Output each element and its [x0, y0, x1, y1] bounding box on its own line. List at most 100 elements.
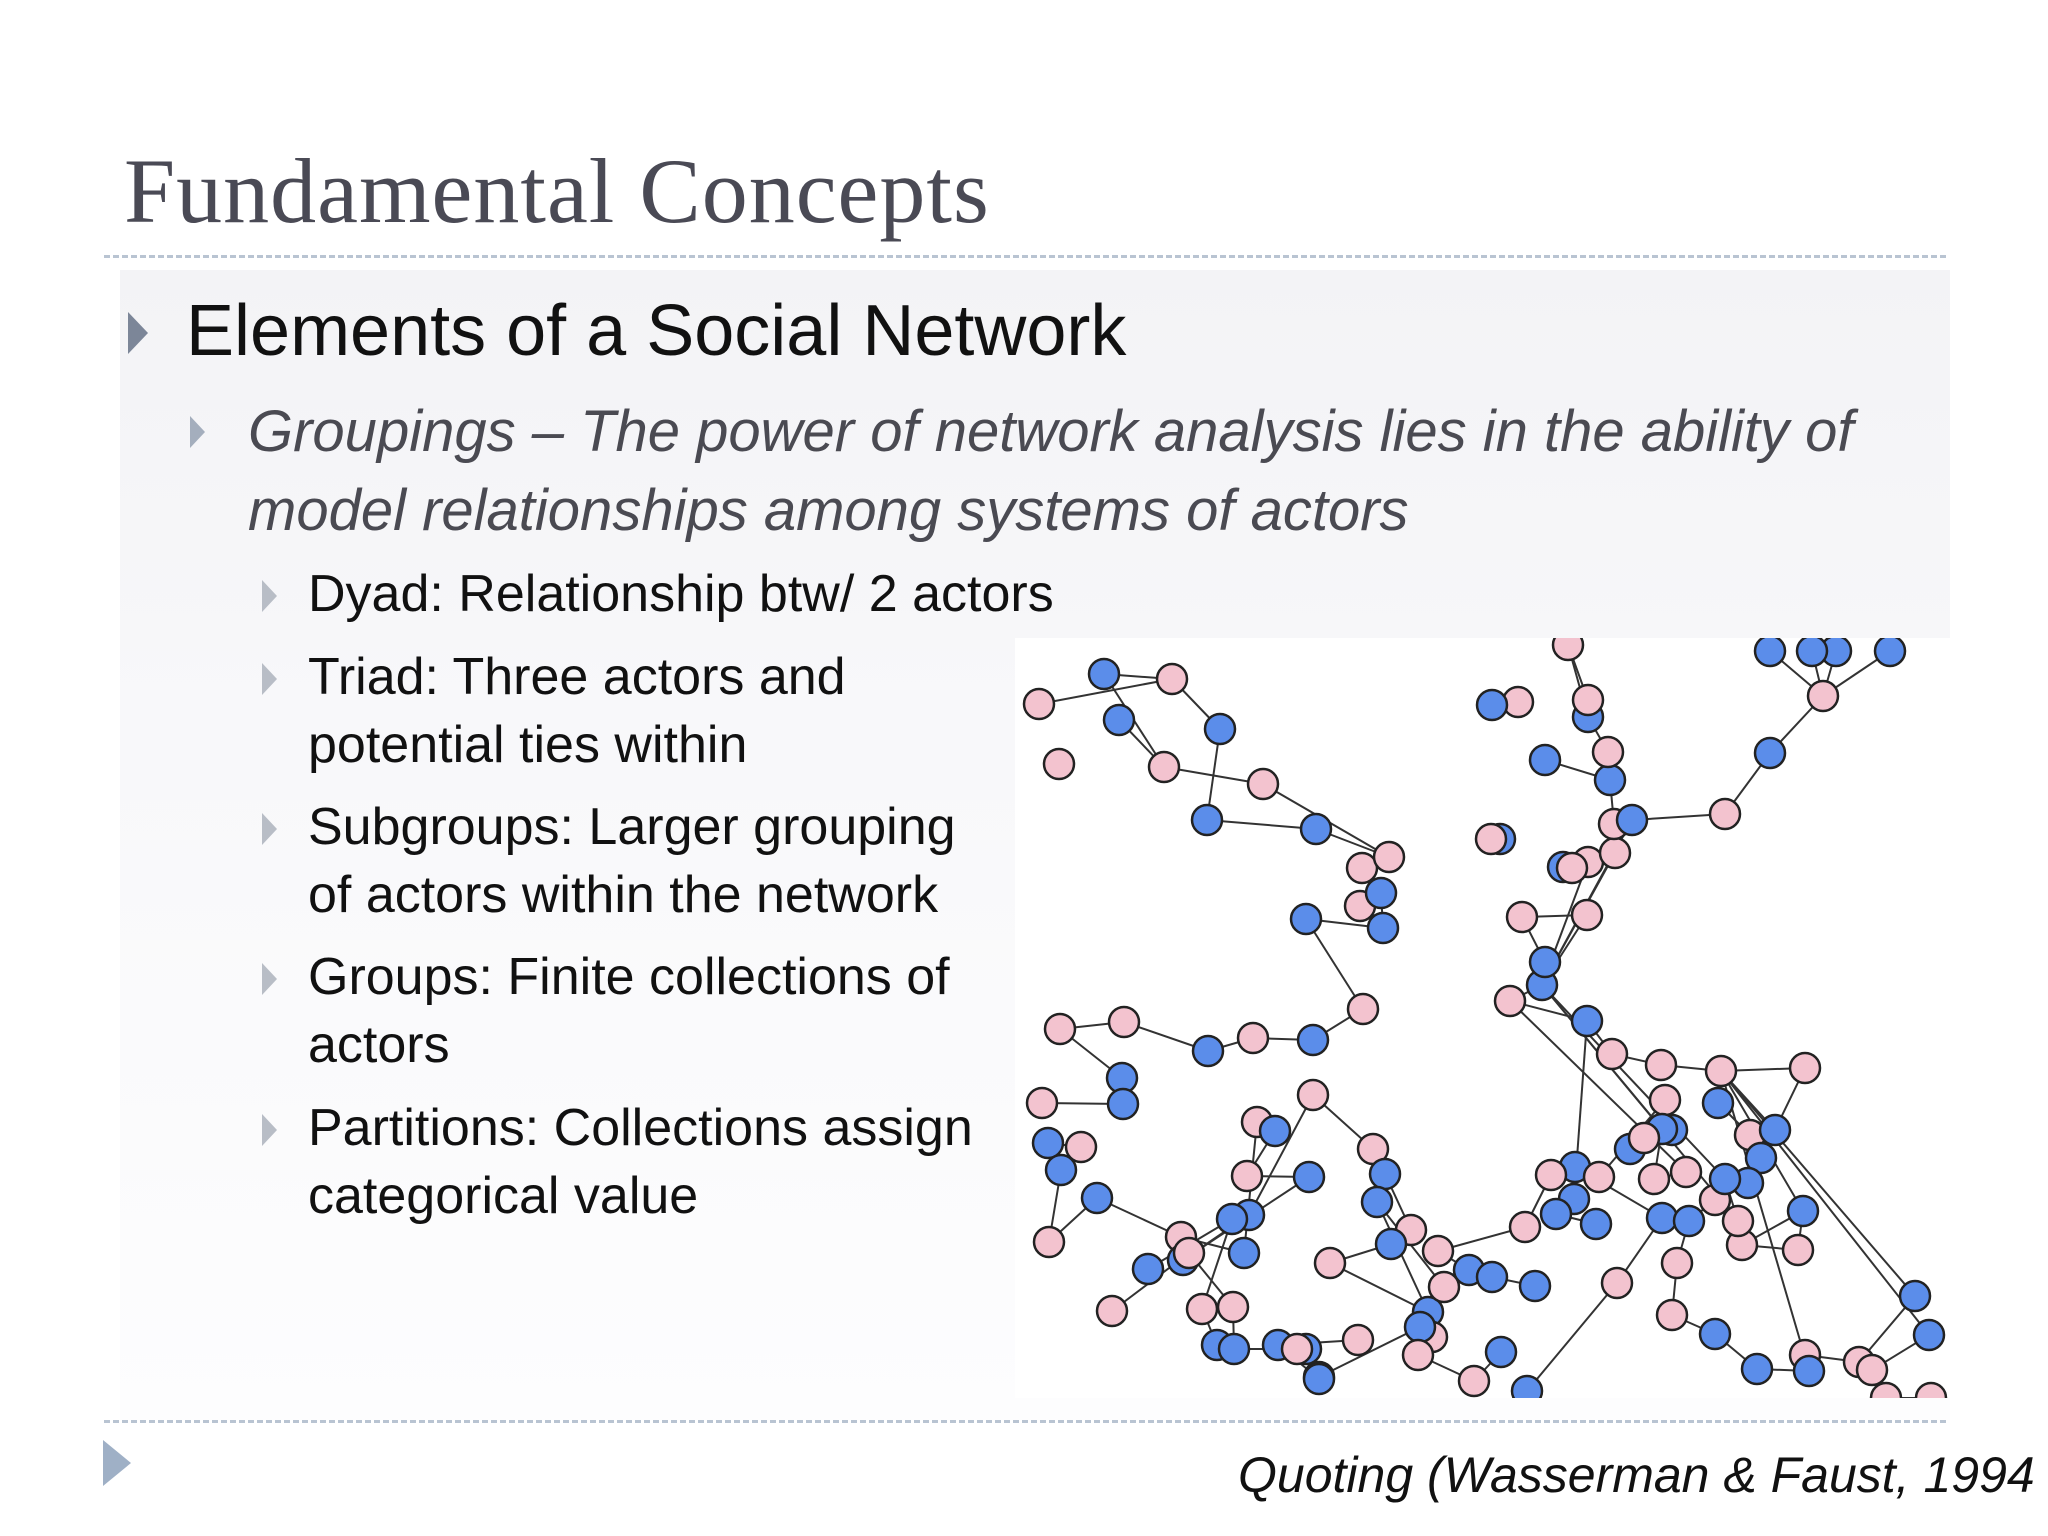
- network-node-pink: [1457, 1364, 1491, 1398]
- network-node-blue: [1296, 1023, 1330, 1057]
- network-node-blue: [1191, 1034, 1225, 1068]
- item-dyad: Dyad: Relationship btw/ 2 actors: [308, 565, 1054, 623]
- footer-arrow-icon: [103, 1440, 131, 1486]
- network-node-blue: [1403, 1310, 1437, 1344]
- network-node-pink: [1172, 1236, 1206, 1270]
- network-node-pink: [1571, 683, 1605, 717]
- item-subgroups-line1: Subgroups: Larger grouping: [308, 798, 956, 856]
- item-groups: Groups: Finite collections of actors: [300, 940, 1016, 1080]
- network-node-blue: [1374, 1227, 1408, 1261]
- bullet-arrow-icon: [262, 813, 277, 845]
- network-node-blue: [1593, 763, 1627, 797]
- network-node-blue: [1289, 902, 1323, 936]
- network-node-pink: [1147, 750, 1181, 784]
- network-node-blue: [1518, 1269, 1552, 1303]
- bullet-arrow-icon: [190, 416, 205, 448]
- network-node-blue: [1366, 911, 1400, 945]
- footer-divider: [104, 1420, 1946, 1423]
- network-node-pink: [1185, 1292, 1219, 1326]
- network-node-pink: [1296, 1078, 1330, 1112]
- network-edge: [1376, 1201, 1429, 1313]
- network-node-pink: [1555, 851, 1589, 885]
- network-node-pink: [1627, 1121, 1661, 1155]
- network-node-blue: [1475, 1260, 1509, 1294]
- network-node-blue: [1080, 1181, 1114, 1215]
- network-node-blue: [1215, 1202, 1249, 1236]
- item-triad-line2: potential ties within: [308, 716, 748, 774]
- network-node-pink: [1064, 1130, 1098, 1164]
- network-node-pink: [1721, 1204, 1755, 1238]
- network-node-blue: [1753, 736, 1787, 770]
- network-edge: [1329, 1262, 1429, 1313]
- item-subgroups-line2: of actors within the network: [308, 866, 939, 924]
- network-node-pink: [1230, 1159, 1264, 1193]
- network-node-blue: [1740, 1352, 1774, 1386]
- network-node-pink: [1781, 1233, 1815, 1267]
- network-node-blue: [1217, 1332, 1251, 1366]
- network-node-blue: [1131, 1252, 1165, 1286]
- network-node-pink: [1236, 1021, 1270, 1055]
- network-node-pink: [1869, 1381, 1903, 1398]
- network-node-blue: [1106, 1087, 1140, 1121]
- network-node-pink: [1637, 1162, 1671, 1196]
- network-node-pink: [1708, 797, 1742, 831]
- slide-title: Fundamental Concepts: [124, 140, 990, 242]
- network-node-blue: [1190, 803, 1224, 837]
- network-node-pink: [1401, 1338, 1435, 1372]
- network-node-pink: [1505, 900, 1539, 934]
- network-node-pink: [1644, 1048, 1678, 1082]
- network-node-pink: [1660, 1246, 1694, 1280]
- network-node-blue: [1475, 688, 1509, 722]
- bullet-level2: Groupings – The power of network analysi…: [248, 399, 1854, 543]
- network-node-blue: [1570, 1004, 1604, 1038]
- citation: Quoting (Wasserman & Faust, 1994: [1238, 1447, 2035, 1503]
- network-node-pink: [1914, 1381, 1948, 1398]
- network-node-pink: [1107, 1005, 1141, 1039]
- bullet-arrow-icon: [262, 663, 277, 695]
- network-node-blue: [1031, 1126, 1065, 1160]
- network-node-blue: [1368, 1157, 1402, 1191]
- network-edge: [1720, 1070, 1916, 1297]
- bullet-arrow-icon: [262, 1114, 277, 1146]
- network-node-pink: [1669, 1155, 1703, 1189]
- network-node-pink: [1346, 992, 1380, 1026]
- item-groups-line2: actors: [308, 1016, 450, 1074]
- network-node-pink: [1595, 1037, 1629, 1071]
- network-node-pink: [1341, 1323, 1375, 1357]
- network-node-blue: [1539, 1197, 1573, 1231]
- network-node-pink: [1032, 1225, 1066, 1259]
- network-node-blue: [1292, 1160, 1326, 1194]
- network-node-pink: [1216, 1290, 1250, 1324]
- network-node-pink: [1022, 687, 1056, 721]
- network-node-blue: [1364, 876, 1398, 910]
- network-node-blue: [1873, 638, 1907, 668]
- network-node-pink: [1855, 1353, 1889, 1387]
- network-node-blue: [1758, 1113, 1792, 1147]
- network-node-pink: [1421, 1234, 1455, 1268]
- network-node-pink: [1095, 1294, 1129, 1328]
- network-node-blue: [1786, 1194, 1820, 1228]
- network-graph-image: [1015, 638, 1958, 1398]
- network-edge: [1206, 819, 1317, 830]
- network-node-blue: [1510, 1374, 1544, 1398]
- network-node-blue: [1258, 1114, 1292, 1148]
- network-graph-svg: [1022, 638, 1948, 1398]
- network-node-blue: [1579, 1207, 1613, 1241]
- network-node-pink: [1427, 1270, 1461, 1304]
- network-node-pink: [1582, 1160, 1616, 1194]
- network-node-pink: [1551, 638, 1585, 662]
- network-node-pink: [1246, 767, 1280, 801]
- network-node-blue: [1698, 1317, 1732, 1351]
- network-node-pink: [1043, 1012, 1077, 1046]
- network-edge: [1038, 678, 1173, 705]
- bullet-arrow-icon: [262, 963, 277, 995]
- network-edge: [1720, 1070, 1810, 1372]
- network-node-pink: [1534, 1158, 1568, 1192]
- network-node-blue: [1528, 743, 1562, 777]
- network-node-pink: [1591, 735, 1625, 769]
- network-node-blue: [1795, 638, 1829, 668]
- item-subgroups: Subgroups: Larger grouping of actors wit…: [300, 790, 1016, 930]
- network-node-blue: [1701, 1086, 1735, 1120]
- network-node-blue: [1792, 1354, 1826, 1388]
- network-node-pink: [1025, 1086, 1059, 1120]
